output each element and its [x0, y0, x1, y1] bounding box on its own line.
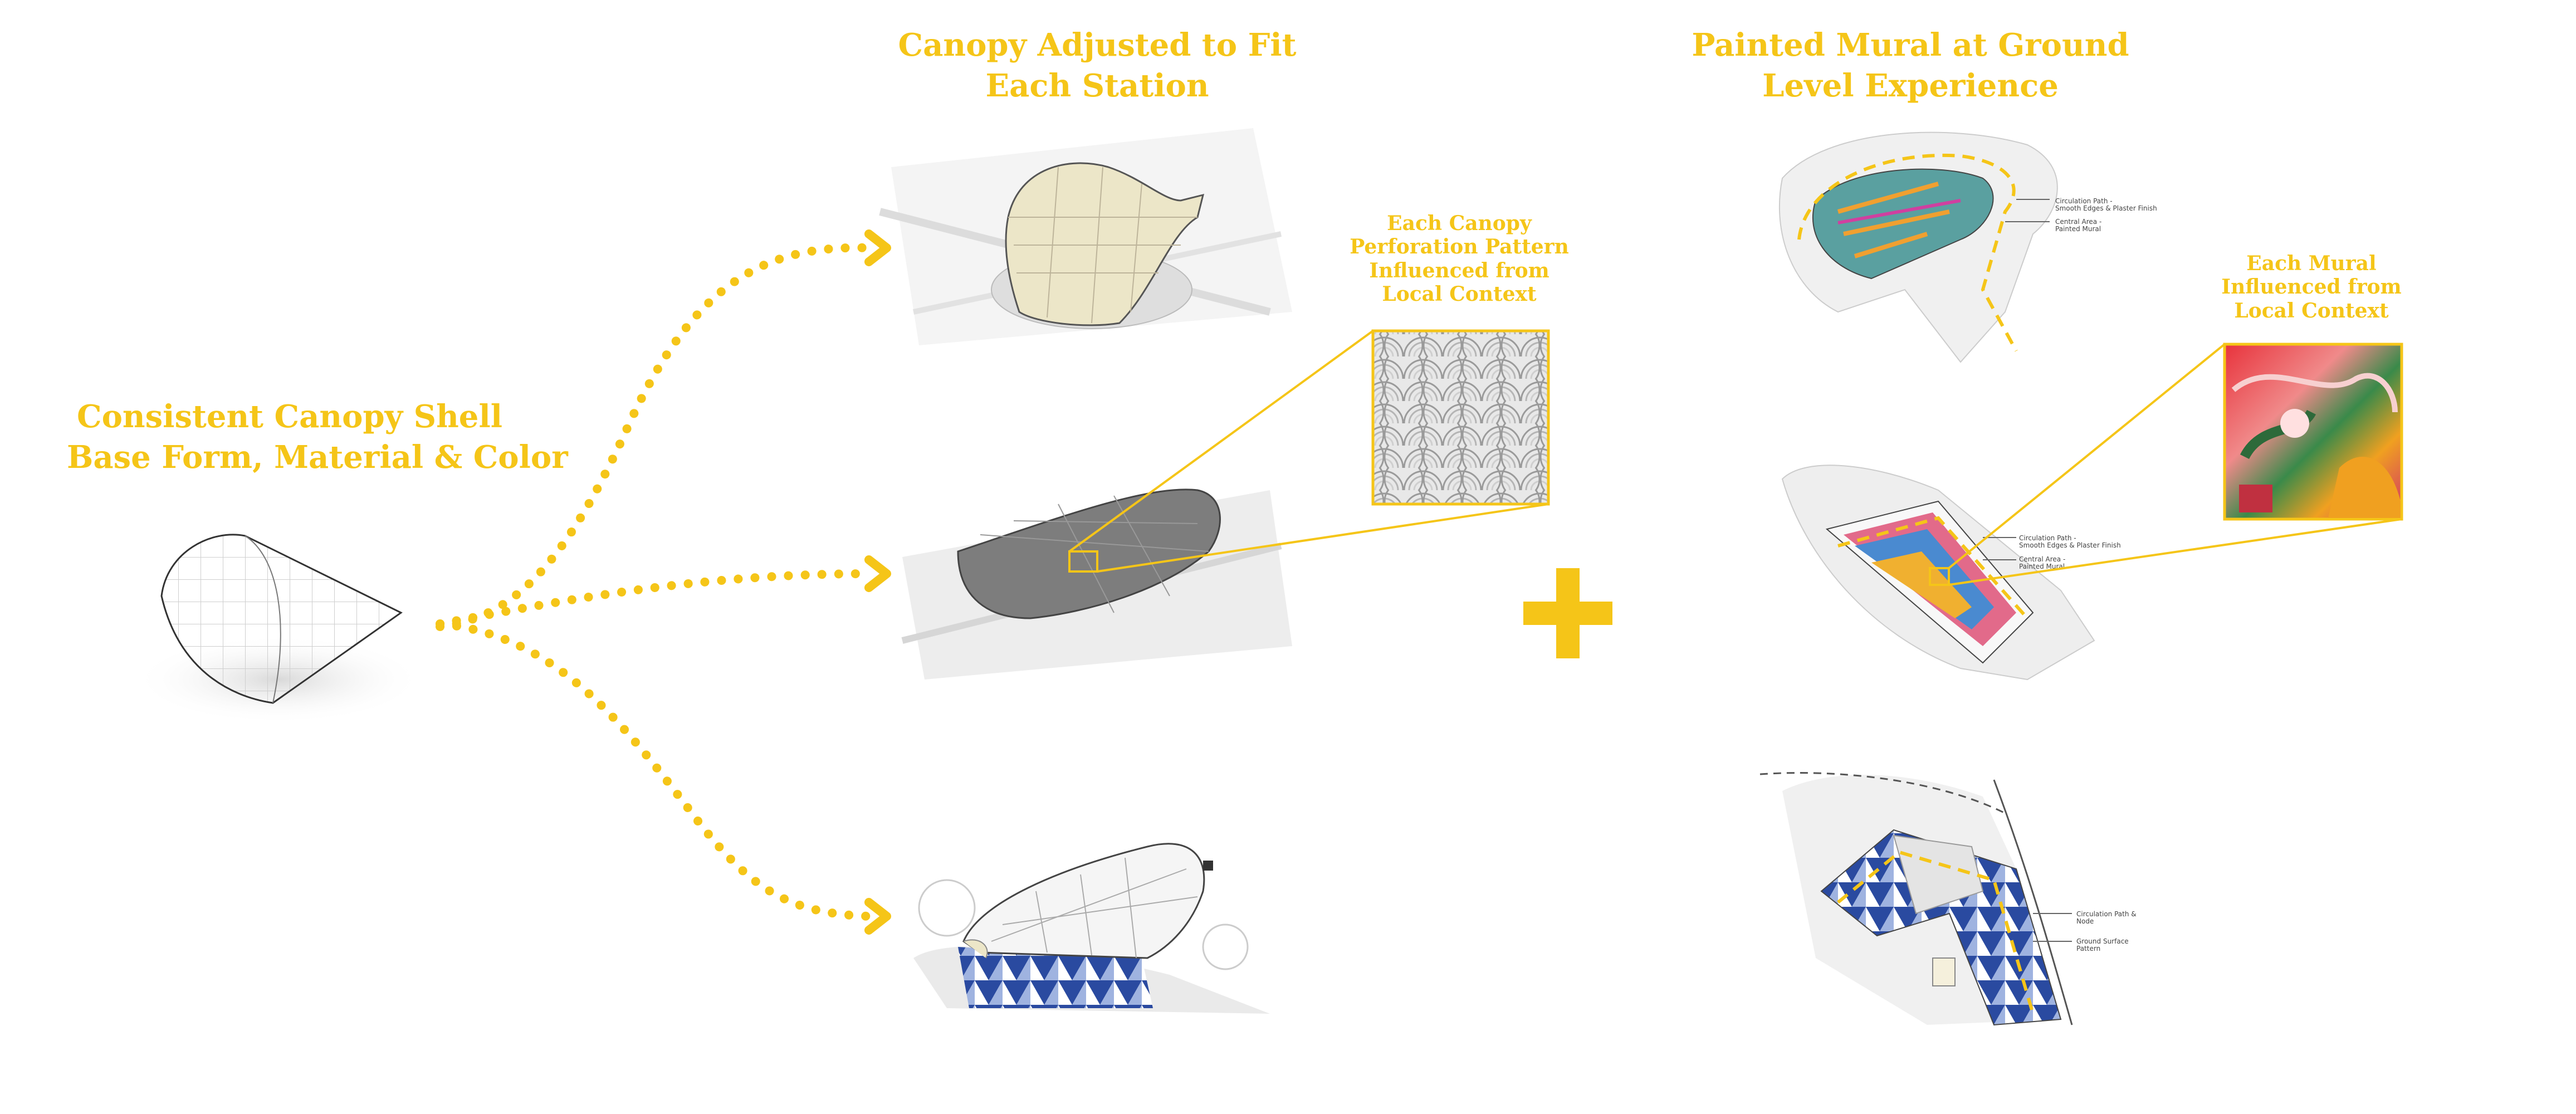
title-line: Base Form, Material & Color: [67, 438, 568, 476]
arrow-heads: [864, 229, 891, 935]
mural-station1: Circulation Path - Smooth Edges & Plaste…: [1778, 131, 2157, 363]
canopy-adjusted-title: Canopy Adjusted to Fit Each Station: [880, 25, 1314, 106]
chevron-right-icon: [864, 898, 891, 935]
mural-swatch: [2223, 343, 2403, 521]
mural-station3: Circulation Path & Node Ground Surface P…: [1759, 772, 2137, 1026]
callout-text: Central Area -: [2019, 555, 2065, 563]
callout-text: Circulation Path -: [2019, 534, 2076, 542]
title-line: Influenced from: [1369, 258, 1549, 282]
title-line: Influenced from: [2221, 275, 2402, 299]
mural-title: Painted Mural at Ground Level Experience: [1688, 25, 2133, 106]
title-line: Local Context: [1382, 282, 1537, 306]
title-line: Perforation Pattern: [1350, 235, 1569, 259]
base-canopy-shell: [134, 534, 423, 724]
perforation-zoom-lines: [1068, 330, 1549, 573]
arrow-path-top: [436, 243, 873, 631]
mural-station2: Circulation Path - Smooth Edges & Plaste…: [1781, 465, 2121, 681]
dotted-arrows: [436, 243, 873, 921]
callout-text: Node: [2076, 917, 2094, 925]
title-line: Each Canopy: [1387, 212, 1532, 235]
title-line: Canopy Adjusted to Fit: [898, 27, 1297, 63]
callout-text: Smooth Edges & Plaster Finish: [2019, 541, 2121, 549]
callout-text: Central Area -: [2055, 218, 2101, 226]
title-line: Each Mural: [2246, 252, 2377, 275]
perforation-title: Each Canopy Perforation Pattern Influenc…: [1320, 212, 1599, 306]
callout-text: Smooth Edges & Plaster Finish: [2055, 204, 2157, 212]
station3-canopy: [913, 843, 1270, 1014]
arrow-path-middle: [436, 569, 873, 628]
callout-text: Ground Surface: [2076, 937, 2129, 945]
callout-text: Circulation Path -: [2055, 197, 2113, 205]
base-shell-title: Consistent Canopy Shell Base Form, Mater…: [67, 397, 568, 478]
mural-zoom-lines: [1948, 343, 2402, 586]
callout-text: Painted Mural: [2055, 225, 2101, 233]
title-line: Local Context: [2234, 299, 2389, 323]
callout-text: Circulation Path &: [2076, 910, 2137, 918]
title-line: Painted Mural at Ground: [1692, 27, 2129, 63]
arrow-path-bottom: [436, 619, 873, 921]
mural-context-title: Each Mural Influenced from Local Context: [2172, 252, 2451, 323]
plus-icon: [1523, 568, 1612, 658]
title-line: Level Experience: [1762, 67, 2059, 104]
station2-canopy: [901, 488, 1292, 680]
chevron-right-icon: [864, 555, 891, 592]
callout-text: Pattern: [2076, 945, 2100, 952]
chevron-right-icon: [864, 229, 891, 266]
station1-canopy: [879, 128, 1292, 345]
perforation-pattern-swatch: [1371, 329, 1550, 506]
callout-text: Painted Mural: [2019, 563, 2065, 570]
title-line: Consistent Canopy Shell: [77, 398, 502, 435]
title-line: Each Station: [985, 67, 1209, 104]
